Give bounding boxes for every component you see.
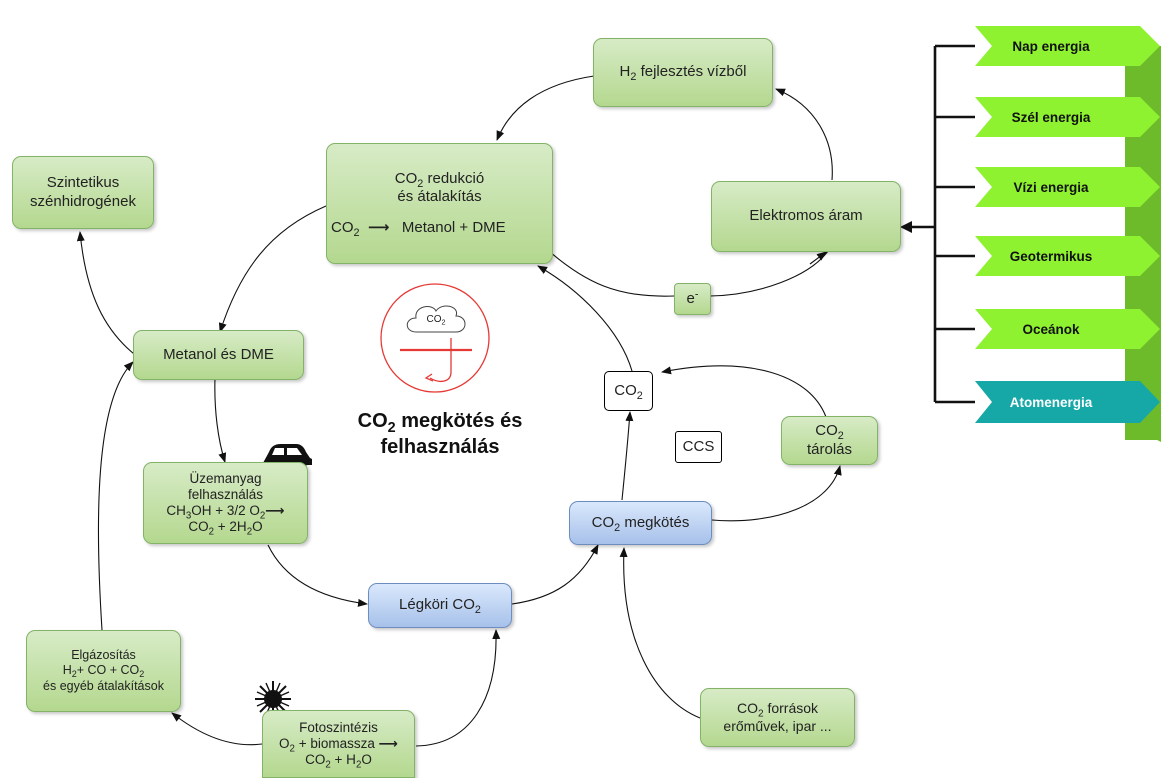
co2-reduction-box: CO2 redukció és átalakítás CO2 ⟶ Metanol…: [326, 143, 553, 264]
fuel-use-eq1: CH3OH + 3/2 O2⟶: [166, 503, 285, 522]
energy-label-atomenergia: Atomenergia: [1009, 394, 1093, 410]
electric-current-box: Elektromos áram: [711, 181, 901, 252]
arrow-electric-tip: [809, 251, 827, 265]
arrow-electric-to-electron: [709, 250, 829, 297]
energy-bracket: [905, 44, 975, 404]
ccs-label: CCS: [682, 437, 715, 455]
co2-capture-box: CO2 megkötés: [569, 501, 712, 545]
arrow-electric-to-h2: [775, 88, 833, 181]
co2-sources-box: CO2 források erőművek, ipar ...: [700, 688, 855, 747]
sun-icon: [255, 681, 291, 717]
diagram-title: CO2 megkötés és felhasználás: [330, 408, 550, 461]
electric-current-label: Elektromos áram: [749, 207, 863, 225]
fuel-use-eq2: CO2 + 2H2O: [188, 518, 263, 538]
arrow-fuel-to-atmospheric: [267, 544, 368, 607]
energy-label-vizi: Vízi energia: [1013, 179, 1089, 195]
ccs-box: CCS: [675, 431, 722, 463]
photosynthesis-box: Fotoszintézis O2 + biomassza ⟶ CO2 + H2O: [262, 710, 415, 778]
cloud-co2-text: CO2: [426, 314, 446, 327]
h2-production-label: H2 fejlesztés vízből: [619, 63, 747, 84]
electron-label: e-: [686, 288, 699, 307]
electron-box: e-: [674, 283, 711, 315]
fuel-use-line1: Üzemanyag: [189, 471, 262, 487]
diagram-title-line1: CO2 megkötés és: [357, 410, 523, 437]
arrow-co2box-to-reduction: [537, 265, 633, 372]
arrow-gasification-to-methanol: [97, 361, 134, 631]
synthetic-hc-line2: szénhidrogének: [30, 192, 136, 210]
atmospheric-co2-label: Légköri CO2: [399, 596, 481, 617]
arrow-atmospheric-to-capture: [511, 544, 599, 605]
arrow-h2-to-reduction: [496, 75, 595, 141]
gasification-line3: és egyéb átalakítások: [43, 678, 164, 693]
co2-capture-label: CO2 megkötés: [591, 513, 690, 534]
gasification-line2: H2+ CO + CO2: [62, 663, 145, 680]
energy-shape-atom: [975, 381, 1160, 423]
co2-storage-box: CO2 tárolás: [781, 416, 878, 465]
fuel-use-line2: felhasználás: [187, 487, 264, 503]
gasification-line1: Elgázosítás: [71, 648, 136, 663]
photosynthesis-line1: Fotoszintézis: [299, 720, 378, 736]
arrow-capture-to-co2box: [621, 411, 634, 501]
arrow-sources-to-capture: [619, 547, 701, 719]
energy-banners: [975, 26, 1161, 442]
energy-shape-szel: [975, 97, 1160, 137]
co2-sources-line1: CO2 források: [736, 700, 819, 720]
energy-label-nap: Nap energia: [1012, 38, 1090, 54]
photosynthesis-line3: CO2 + H2O: [305, 751, 372, 771]
energy-label-szel: Szél energia: [1011, 109, 1091, 125]
h2-production-box: H2 fejlesztés vízből: [593, 38, 773, 107]
cloud-co2-logo-icon: [380, 283, 490, 393]
arrow-reduction-to-methanol: [218, 205, 327, 333]
diagram-title-line2: felhasználás: [380, 436, 500, 459]
photosynthesis-line2: O2 + biomassza ⟶: [279, 736, 398, 755]
arrow-capture-to-storage: [711, 465, 842, 522]
synthetic-hc-line1: Szintetikus: [46, 174, 120, 192]
arrow-photosynthesis-to-gasification: [171, 712, 263, 746]
arrow-photosynthesis-to-atmospheric: [415, 629, 501, 747]
fuel-use-box: Üzemanyag felhasználás CH3OH + 3/2 O2⟶ C…: [143, 462, 308, 544]
energy-shape-nap: [975, 26, 1160, 66]
methanol-dme-box: Metanol és DME: [133, 330, 304, 380]
synthetic-hydrocarbons-box: Szintetikus szénhidrogének: [12, 156, 154, 229]
co2-white-box: CO2: [604, 371, 653, 411]
arrow-storage-to-co2box: [661, 365, 827, 418]
co2-reduction-equation: CO2 ⟶ Metanol + DME: [331, 218, 506, 239]
methanol-dme-label: Metanol és DME: [163, 345, 274, 363]
energy-shape-vizi: [975, 167, 1160, 207]
co2-storage-line1: CO2: [815, 422, 844, 442]
arrow-electron-to-reduction: [539, 242, 675, 297]
co2-sources-line2: erőművek, ipar ...: [723, 717, 832, 734]
co2-storage-line2: tárolás: [806, 440, 853, 458]
energy-label-oceanok: Oceánok: [1022, 321, 1080, 337]
co2-reduction-subtitle: és átalakítás: [397, 188, 482, 206]
co2-reduction-title: CO2 redukció: [394, 170, 485, 190]
energy-shape-geo: [975, 236, 1160, 276]
energy-label-geotermikus: Geotermikus: [1009, 248, 1093, 264]
co2-white-label: CO2: [614, 381, 643, 402]
arrow-methanol-to-synthetic: [76, 231, 135, 355]
energy-bracket-arrowhead: [900, 221, 912, 233]
atmospheric-co2-box: Légköri CO2: [368, 583, 512, 628]
arrow-methanol-to-fuel: [214, 377, 227, 463]
gasification-box: Elgázosítás H2+ CO + CO2 és egyéb átalak…: [26, 630, 181, 712]
energy-shape-ocean: [975, 309, 1160, 349]
